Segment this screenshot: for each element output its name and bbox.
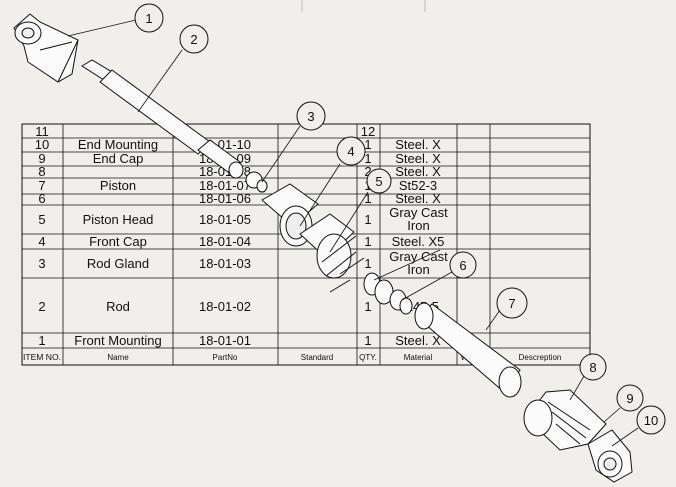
row-partno: 18-01-03: [199, 256, 251, 271]
balloon-7: 7: [496, 287, 528, 319]
row-qty: 2: [364, 164, 371, 179]
row-partno: 18-01-07: [199, 178, 251, 193]
row-material-wrap: Gray Cast Iron: [389, 250, 448, 276]
row-material: St52-3: [399, 178, 437, 193]
balloon-9: 9: [616, 384, 644, 412]
piston-part: [414, 302, 522, 398]
row-name: Piston: [100, 178, 136, 193]
row-partno: 18-01-06: [199, 191, 251, 206]
balloon-label: 3: [307, 109, 314, 124]
row-name: End Mounting: [78, 137, 158, 152]
header-qty: QTY.: [359, 353, 377, 362]
row-item: 8: [38, 164, 45, 179]
row-name: Piston Head: [83, 212, 154, 227]
row-material: Steel. X: [395, 164, 441, 179]
row-qty: 1: [364, 256, 371, 271]
balloon-label: 10: [644, 413, 658, 428]
row-qty: 1: [364, 212, 371, 227]
row-name: Rod: [106, 299, 130, 314]
balloon-6: 6: [449, 251, 477, 279]
row-item: 11: [35, 124, 49, 139]
seal-part: [363, 272, 413, 315]
end-cap-part: [523, 389, 607, 451]
row-qty: 1: [364, 137, 371, 152]
end-mounting-part: [587, 429, 633, 483]
balloon-label: 2: [190, 32, 197, 47]
balloon-label: 9: [626, 391, 633, 406]
row-qty: 1: [364, 299, 371, 314]
row-item: 5: [38, 212, 45, 227]
row-material-wrap: Gray Cast Iron: [389, 205, 448, 233]
balloon-label: 5: [375, 174, 382, 189]
row-item: 2: [38, 299, 45, 314]
rod-part: [81, 59, 268, 193]
piston-head-part: [299, 213, 355, 279]
balloon-label: 6: [459, 258, 466, 273]
header-partno: PartNo: [213, 353, 238, 362]
header-name: Name: [107, 353, 129, 362]
row-partno: 18-01-04: [199, 234, 251, 249]
front-mounting-part: [13, 13, 79, 83]
row-name: End Cap: [93, 151, 144, 166]
row-material: Steel. X: [395, 333, 441, 348]
row-name: Front Cap: [89, 234, 147, 249]
row-partno: 18-01-05: [199, 212, 251, 227]
balloon-label: 8: [589, 360, 596, 375]
row-item: 9: [38, 151, 45, 166]
row-qty: 1: [364, 234, 371, 249]
balloon-label: 4: [347, 144, 354, 159]
row-item: 10: [35, 137, 49, 152]
balloon-1: 1: [134, 3, 164, 33]
row-name: Rod Gland: [87, 256, 149, 271]
row-qty: 1: [364, 151, 371, 166]
row-material: Gray Cast Iron: [389, 205, 448, 233]
bill-of-materials-table: ITEM NO. Name PartNo Standard QTY. Mater…: [21, 123, 591, 366]
row-partno: 18-01-02: [199, 299, 251, 314]
row-qty: 1: [364, 333, 371, 348]
balloon-2: 2: [179, 24, 209, 54]
balloon-10: 10: [636, 405, 666, 435]
row-qty: 12: [361, 124, 375, 139]
balloon-label: 7: [508, 296, 515, 311]
row-material: Steel. X5: [392, 234, 445, 249]
header-material: Material: [404, 353, 433, 362]
row-material: Steel. X: [395, 151, 441, 166]
balloon-4: 4: [336, 136, 366, 166]
balloon-label: 1: [145, 11, 152, 26]
row-material: Steel. X: [395, 137, 441, 152]
row-item: 1: [38, 333, 45, 348]
row-qty: 1: [364, 191, 371, 206]
balloon-3: 3: [296, 101, 326, 131]
row-item: 4: [38, 234, 45, 249]
row-partno: 18-01-01: [199, 333, 251, 348]
row-name: Front Mounting: [74, 333, 161, 348]
row-item: 7: [38, 178, 45, 193]
header-description: Descreption: [519, 353, 562, 362]
row-material: Steel. X: [395, 191, 441, 206]
tie-rods: [321, 235, 365, 293]
row-item: 3: [38, 256, 45, 271]
balloon-8: 8: [579, 353, 607, 381]
header-item-no: ITEM NO.: [23, 353, 61, 362]
row-item: 6: [38, 191, 45, 206]
header-standard: Standard: [301, 353, 333, 362]
balloon-5: 5: [366, 168, 392, 194]
